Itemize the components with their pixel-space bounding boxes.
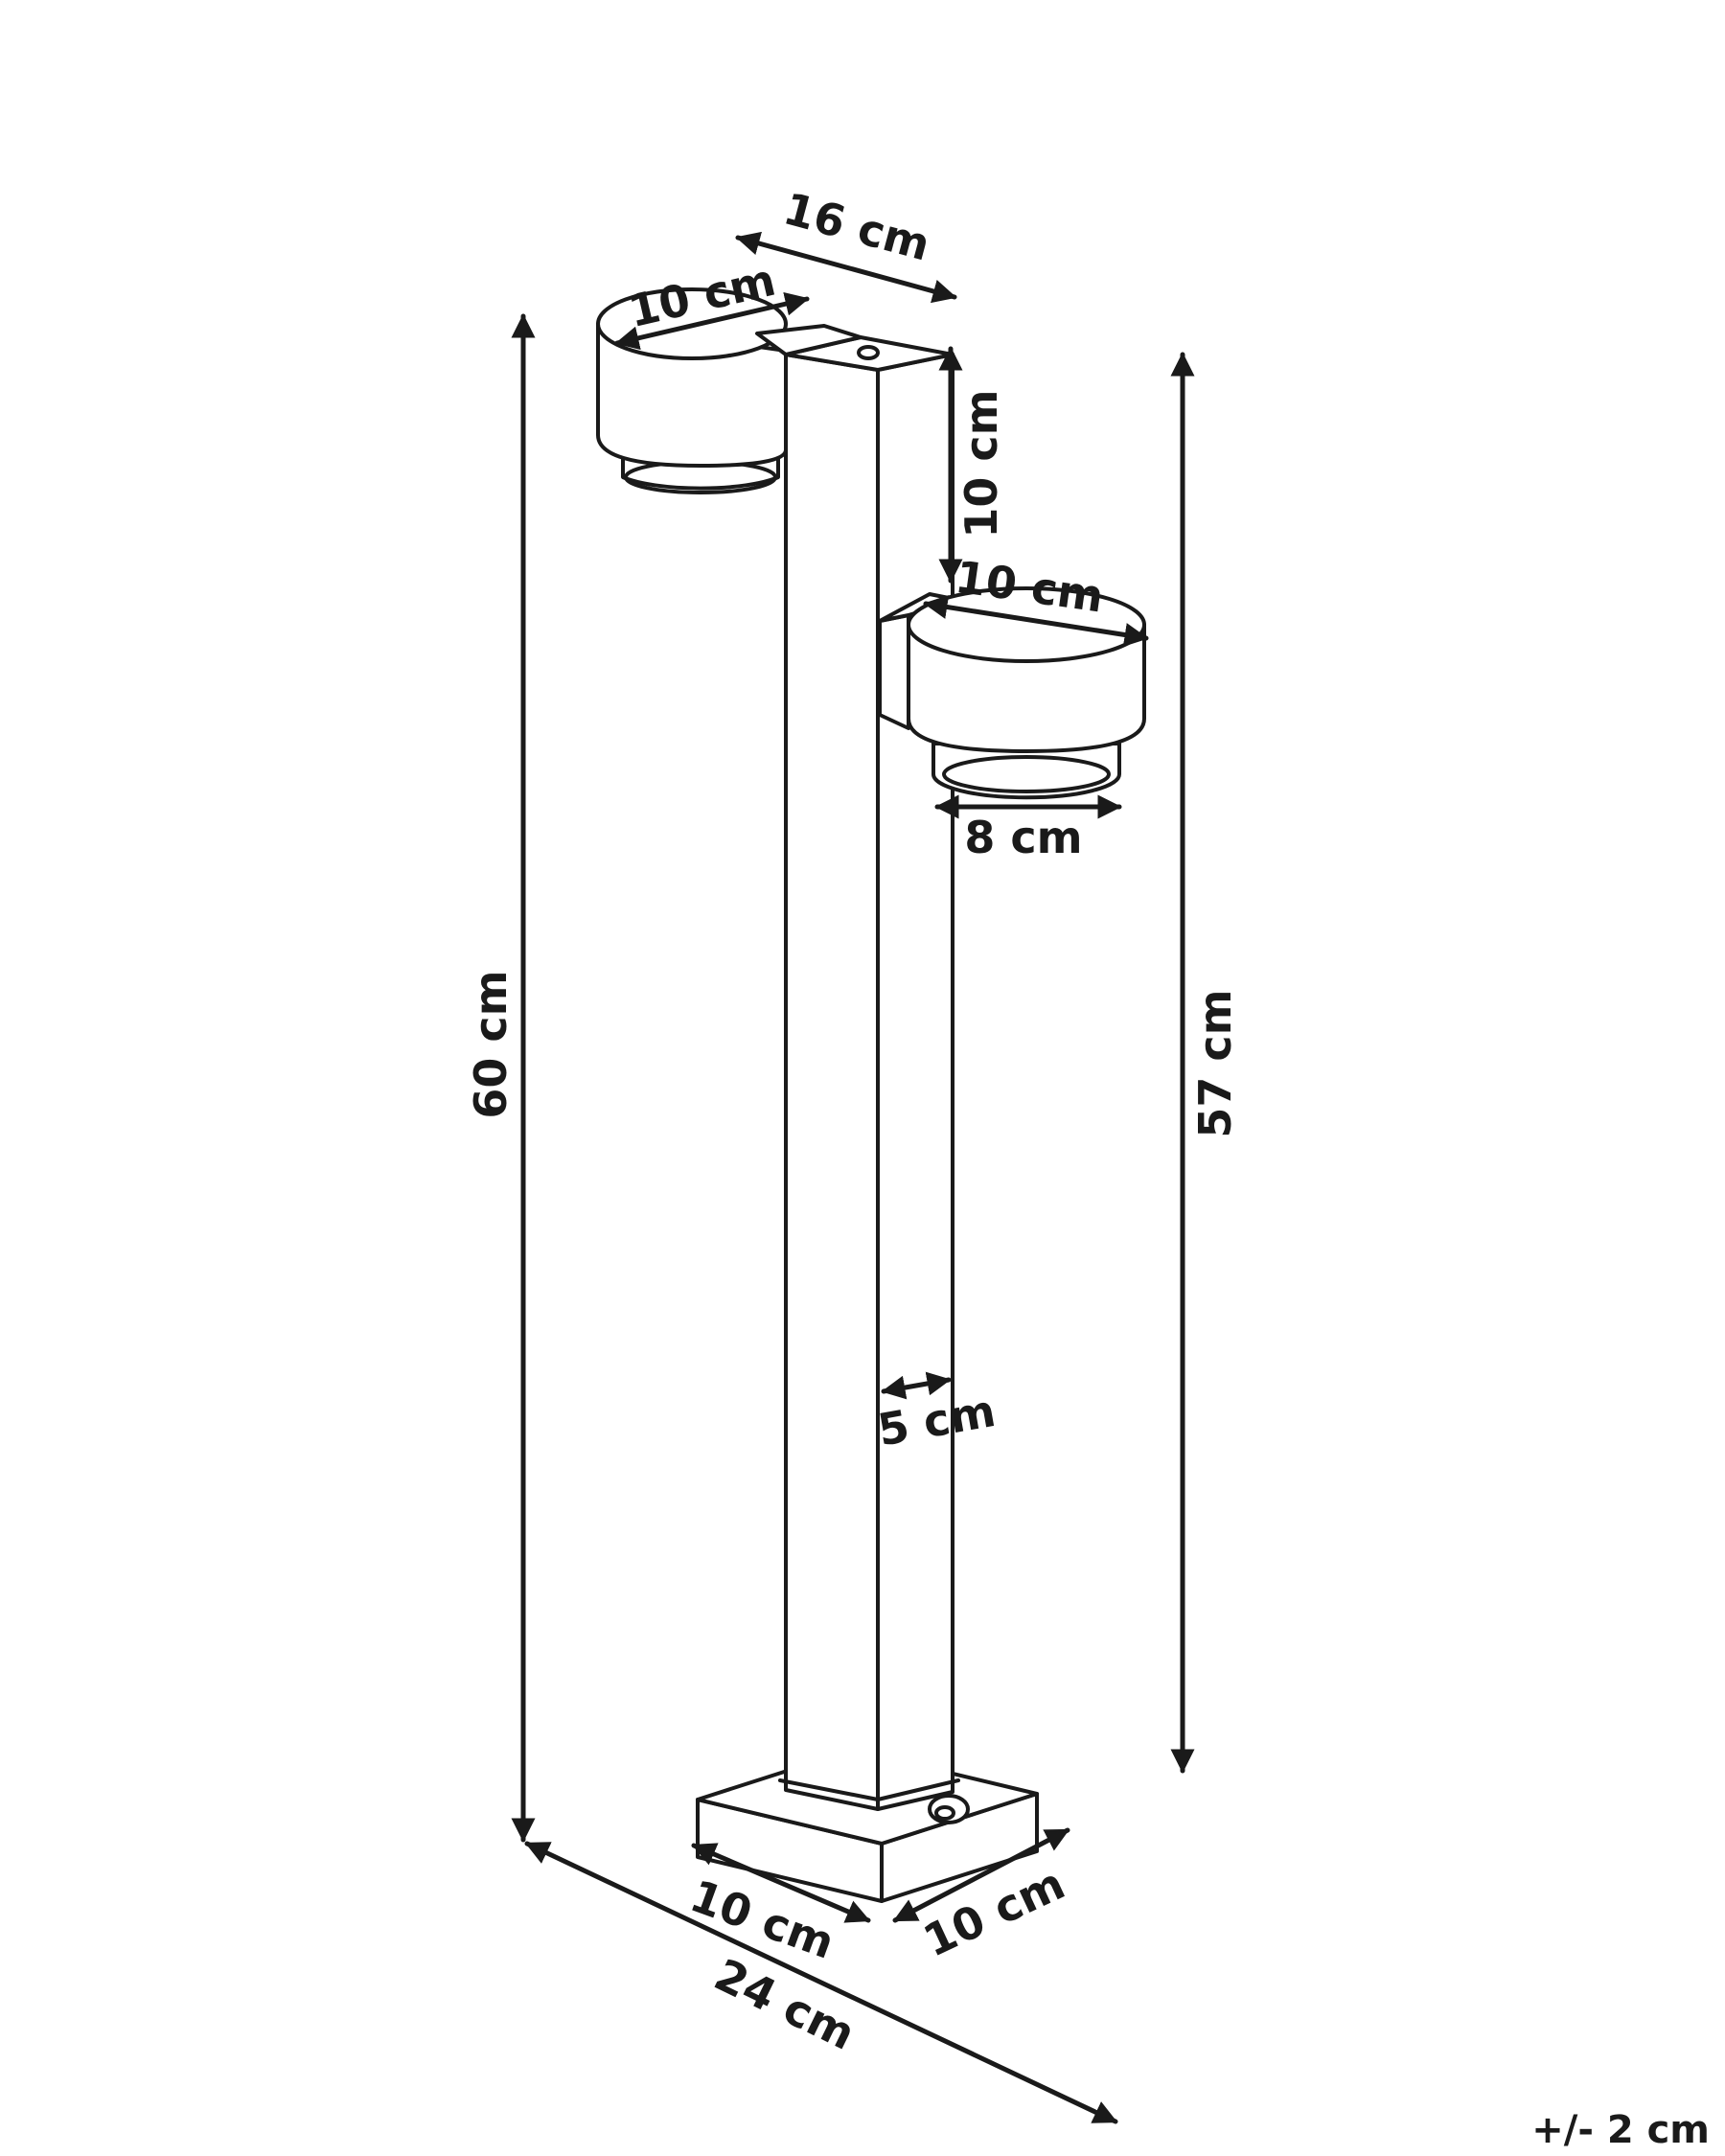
garden-lamp-drawing bbox=[596, 287, 1146, 1903]
dim-line-lower-head-diameter bbox=[923, 595, 1149, 647]
dimension-lines bbox=[511, 231, 1195, 2124]
dim-line-post-width bbox=[881, 1371, 952, 1400]
label-head-spacing: 10 cm bbox=[955, 389, 1007, 538]
dim-line-top-width bbox=[735, 231, 957, 304]
label-total-height: 60 cm bbox=[465, 970, 517, 1118]
dim-line-footprint bbox=[524, 1841, 1118, 2124]
tolerance-note: +/- 2 cm bbox=[1531, 2108, 1710, 2152]
label-lens-diameter: 8 cm bbox=[964, 812, 1082, 863]
label-lower-height: 57 cm bbox=[1189, 989, 1241, 1137]
post bbox=[778, 335, 960, 1811]
dim-line-upper-head-diameter bbox=[614, 291, 810, 351]
